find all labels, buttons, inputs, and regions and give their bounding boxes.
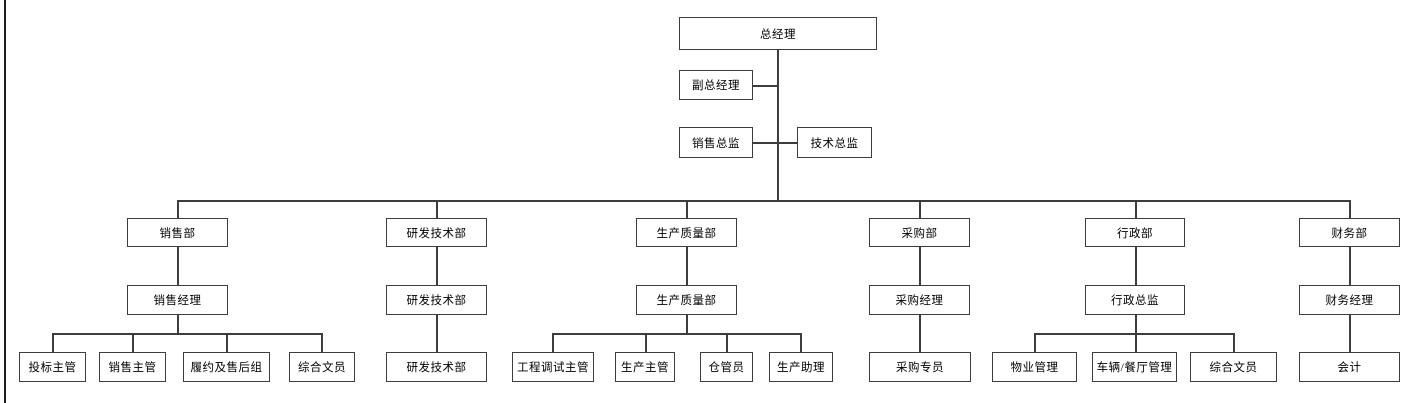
org-node-label: 投标主管 [28, 362, 77, 374]
connector-line-vertical [1135, 200, 1137, 218]
connector-line-vertical [1135, 315, 1137, 333]
org-node-label: 车辆/餐厅管理 [1096, 362, 1173, 374]
org-node-engineering-commissioning-supervisor[interactable]: 工程调试主管 [512, 352, 594, 382]
connector-line-vertical [436, 315, 438, 352]
page-left-border [4, 0, 6, 403]
connector-line-vertical [52, 333, 54, 352]
org-node-production-assistant[interactable]: 生产助理 [769, 352, 833, 382]
org-node-label: 财务部 [1331, 227, 1368, 240]
org-node-bidding-supervisor[interactable]: 投标主管 [19, 352, 86, 382]
connector-line-vertical [177, 200, 179, 218]
connector-line-horizontal [177, 200, 1350, 202]
org-node-label: 总经理 [760, 28, 796, 41]
org-node-label: 物业管理 [1010, 362, 1059, 374]
connector-line-horizontal [552, 333, 801, 335]
org-node-accountant[interactable]: 会计 [1299, 352, 1400, 382]
org-node-label: 生产质量部 [656, 227, 717, 240]
org-node-purchasing-dept[interactable]: 采购部 [869, 218, 970, 247]
connector-line-vertical [177, 247, 179, 285]
org-node-label: 销售主管 [108, 362, 157, 374]
connector-line-vertical [1034, 333, 1036, 352]
connector-line-vertical [919, 315, 921, 352]
org-node-technical-director[interactable]: 技术总监 [797, 127, 872, 158]
connector-line-vertical [686, 247, 688, 285]
org-node-admin-dept[interactable]: 行政部 [1085, 218, 1185, 247]
org-node-sales-director[interactable]: 销售总监 [679, 127, 753, 158]
org-node-general-clerk-sales[interactable]: 综合文员 [289, 352, 355, 382]
org-node-production-supervisor[interactable]: 生产主管 [615, 352, 675, 382]
connector-line-vertical [800, 333, 802, 352]
org-node-sales-manager[interactable]: 销售经理 [127, 285, 228, 315]
connector-line-horizontal [778, 142, 797, 144]
org-node-sales-dept[interactable]: 销售部 [127, 218, 228, 247]
connector-line-vertical [919, 247, 921, 285]
connector-line-vertical [436, 247, 438, 285]
org-node-sales-supervisor[interactable]: 销售主管 [99, 352, 166, 382]
org-node-label: 采购经理 [895, 295, 944, 307]
org-node-production-quality-dept-level2[interactable]: 生产质量部 [636, 285, 737, 315]
org-node-label: 生产质量部 [656, 295, 717, 307]
org-node-label: 财务经理 [1325, 295, 1374, 307]
org-node-label: 生产主管 [621, 362, 669, 374]
connector-line-vertical [1135, 333, 1137, 352]
org-node-label: 会计 [1337, 362, 1362, 374]
connector-line-vertical [1233, 333, 1235, 352]
connector-line-vertical [686, 315, 688, 333]
org-node-rd-tech-dept[interactable]: 研发技术部 [386, 218, 487, 247]
org-node-finance-manager[interactable]: 财务经理 [1299, 285, 1400, 315]
connector-line-horizontal [753, 85, 778, 87]
connector-line-vertical [645, 333, 647, 352]
org-node-warehouse-keeper[interactable]: 仓管员 [700, 352, 753, 382]
org-node-deputy-general-manager[interactable]: 副总经理 [679, 70, 753, 100]
connector-line-vertical [436, 200, 438, 218]
org-node-label: 行政总监 [1111, 295, 1159, 307]
org-node-admin-director[interactable]: 行政总监 [1085, 285, 1185, 315]
connector-line-vertical [1349, 247, 1351, 285]
org-node-rd-tech-dept-level2[interactable]: 研发技术部 [386, 285, 487, 315]
org-node-label: 采购部 [901, 227, 938, 240]
org-node-property-management[interactable]: 物业管理 [992, 352, 1077, 382]
connector-line-vertical [321, 333, 323, 352]
org-node-fulfillment-aftersales-group[interactable]: 履约及售后组 [183, 352, 270, 382]
org-node-general-clerk-admin[interactable]: 综合文员 [1190, 352, 1277, 382]
org-node-purchasing-specialist[interactable]: 采购专员 [869, 352, 971, 382]
org-node-vehicle-canteen-management[interactable]: 车辆/餐厅管理 [1092, 352, 1177, 382]
org-node-label: 采购专员 [896, 362, 944, 374]
org-node-label: 销售经理 [153, 295, 202, 307]
org-node-label: 综合文员 [1209, 362, 1258, 374]
org-node-label: 副总经理 [692, 80, 740, 92]
org-node-purchasing-manager[interactable]: 采购经理 [869, 285, 970, 315]
connector-line-vertical [726, 333, 728, 352]
connector-line-vertical [686, 200, 688, 218]
org-node-label: 工程调试主管 [517, 362, 589, 374]
connector-line-vertical [777, 50, 779, 200]
connector-line-horizontal [753, 142, 778, 144]
org-node-label: 生产助理 [777, 362, 825, 374]
org-node-label: 研发技术部 [406, 295, 467, 307]
org-node-label: 综合文员 [298, 362, 346, 374]
org-node-label: 研发技术部 [406, 227, 467, 240]
connector-line-vertical [1349, 315, 1351, 352]
connector-line-vertical [226, 333, 228, 352]
connector-line-vertical [177, 315, 179, 333]
org-node-label: 销售部 [159, 227, 196, 240]
org-node-general-manager[interactable]: 总经理 [679, 17, 877, 50]
org-node-label: 仓管员 [708, 362, 745, 374]
connector-line-vertical [1135, 247, 1137, 285]
org-node-label: 销售总监 [692, 137, 740, 150]
connector-line-vertical [552, 333, 554, 352]
org-node-label: 技术总监 [810, 137, 859, 150]
connector-line-vertical [1349, 200, 1351, 218]
org-node-production-quality-dept[interactable]: 生产质量部 [636, 218, 737, 247]
connector-line-vertical [919, 200, 921, 218]
connector-line-horizontal [1034, 333, 1234, 335]
org-node-rd-tech-dept-level3[interactable]: 研发技术部 [386, 352, 487, 382]
connector-line-vertical [132, 333, 134, 352]
org-node-finance-dept[interactable]: 财务部 [1299, 218, 1400, 247]
connector-line-horizontal [52, 333, 322, 335]
org-node-label: 研发技术部 [406, 362, 467, 374]
org-node-label: 行政部 [1117, 227, 1153, 240]
org-node-label: 履约及售后组 [190, 362, 263, 374]
